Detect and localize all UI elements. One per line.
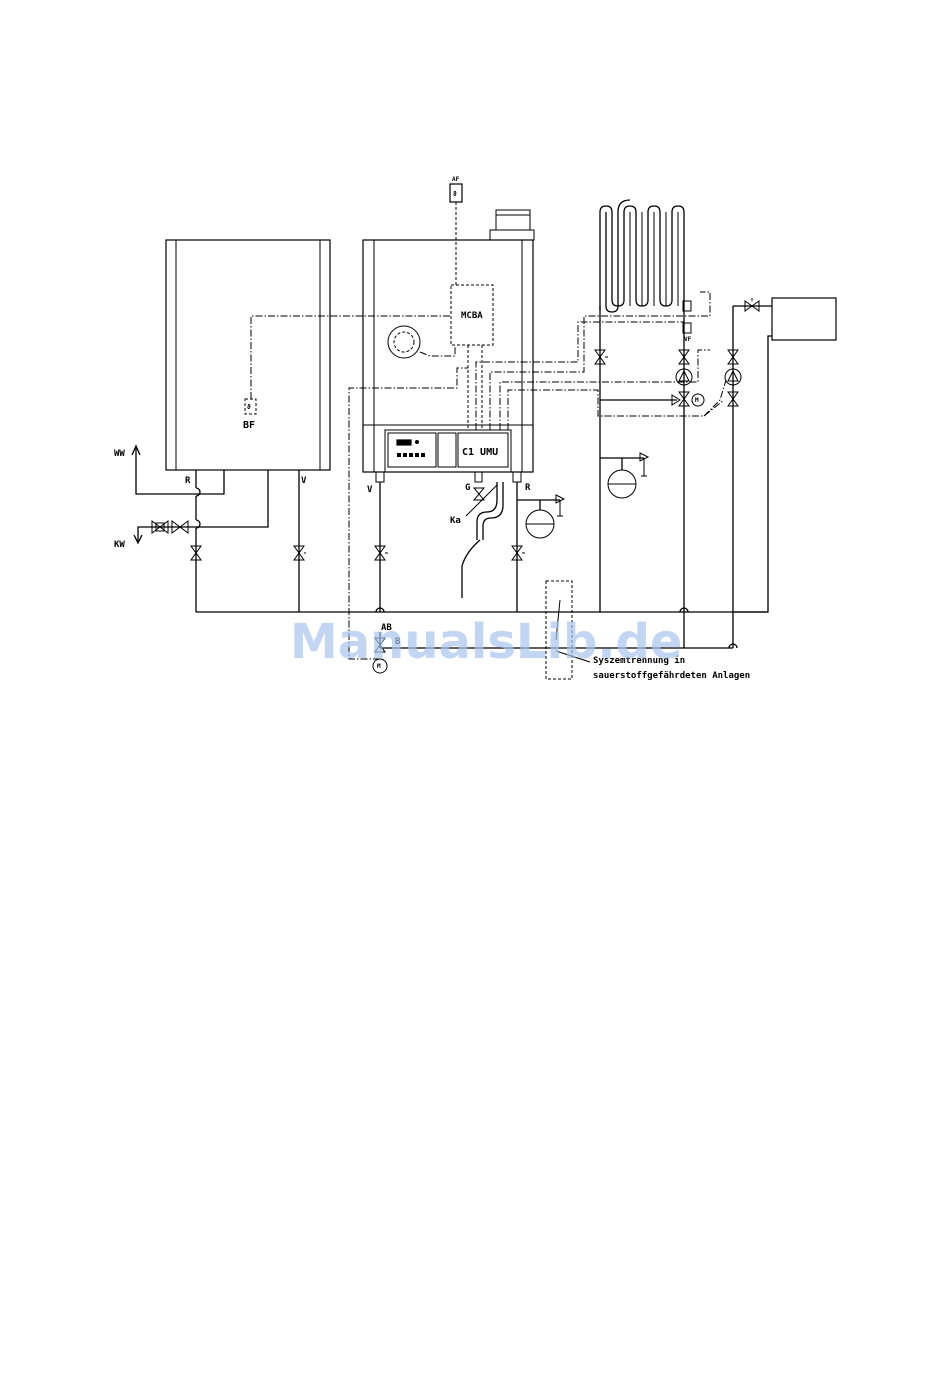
svg-text:ϑ: ϑ — [453, 191, 457, 198]
watermark: ManualsLib.de — [290, 614, 682, 670]
v-left-label: V — [301, 476, 307, 486]
heating-circuit-2 — [725, 298, 836, 648]
heating-circuit-radiator: M VF — [595, 301, 704, 612]
vf-label: VF — [684, 336, 692, 343]
ww-label: WW — [114, 449, 125, 459]
svg-text:M: M — [695, 397, 699, 404]
mcba-label: MCBA — [461, 311, 483, 321]
note-line-2: sauerstoffgefährdeten Anlagen — [593, 671, 750, 681]
g-boiler-label: G — [465, 483, 470, 493]
ka-label: Ka — [450, 516, 461, 526]
kw-label: KW — [114, 540, 125, 550]
bf-label: BF — [243, 420, 255, 431]
v-boiler-label: V — [367, 485, 373, 495]
radiator — [600, 200, 684, 312]
svg-text:ϑ: ϑ — [247, 404, 251, 411]
storage-tank — [166, 240, 330, 470]
af-label: AF — [452, 176, 460, 183]
r-boiler-label: R — [525, 483, 531, 493]
r-left-label: R — [185, 476, 191, 486]
boiler-piping: V G R Ka — [367, 472, 564, 612]
outside-sensor-af: AF ϑ — [450, 176, 462, 202]
tank-piping: WW KW R V — [114, 446, 307, 612]
controller-label: C1 UMU — [462, 447, 498, 458]
